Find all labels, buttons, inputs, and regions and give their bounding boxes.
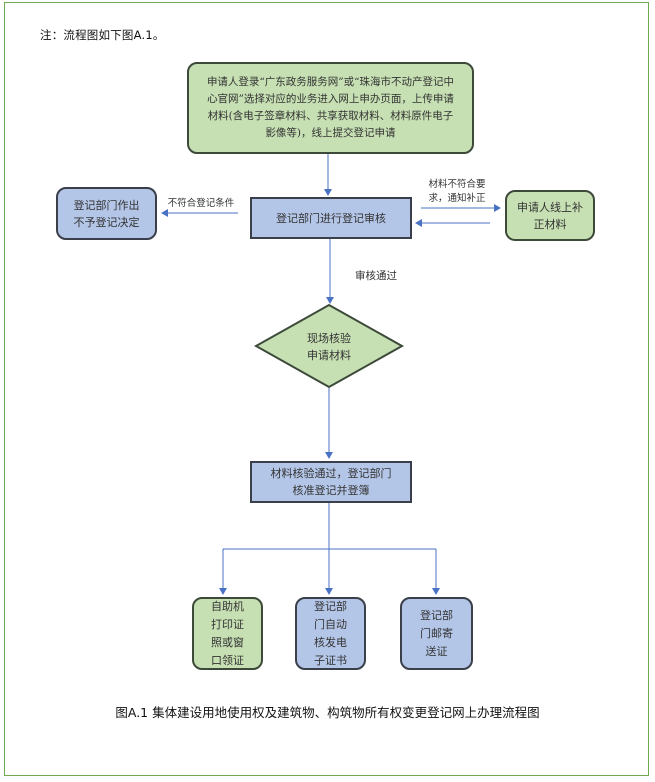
decision-diamond-label: 现场核验申请材料 (307, 332, 351, 362)
decision-diamond (253, 303, 405, 389)
decision-diamond-text: 现场核验申请材料 (279, 330, 379, 364)
outcome-box-2-text: 登记部门自动核发电子证书 (314, 599, 347, 667)
supplement-label: 材料不符合要求，通知补正 (428, 179, 486, 204)
supplement-box-text: 申请人线上补正材料 (517, 200, 583, 231)
outcome-box-3-text: 登记部门邮寄送证 (420, 608, 453, 658)
start-box-text: 申请人登录“广东政务服务网”或“珠海市不动产登记中心官网”选择对应的业务进入网上… (206, 76, 455, 139)
reject-box-text: 登记部门作出不予登记决定 (73, 198, 140, 229)
figure-caption: 图A.1 集体建设用地使用权及建筑物、构筑物所有权变更登记网上办理流程图 (115, 705, 540, 720)
review-box-text: 登记部门进行登记审核 (276, 211, 386, 225)
reject-box: 登记部门作出不予登记决定 (56, 187, 157, 240)
page-frame (4, 2, 649, 776)
outcome-box-1-text: 自助机打印证照或窗口领证 (211, 599, 244, 667)
supplement-box: 申请人线上补正材料 (505, 190, 595, 241)
reject-label: 不符合登记条件 (167, 198, 235, 209)
flowchart-note: 注：流程图如下图A.1。 (40, 28, 165, 42)
approve-box: 材料核验通过，登记部门核准登记并登簿 (250, 461, 412, 503)
outcome-box-1: 自助机打印证照或窗口领证 (192, 597, 263, 670)
start-box: 申请人登录“广东政务服务网”或“珠海市不动产登记中心官网”选择对应的业务进入网上… (187, 62, 474, 154)
outcome-box-2: 登记部门自动核发电子证书 (295, 597, 366, 670)
review-box: 登记部门进行登记审核 (250, 197, 412, 239)
outcome-box-3: 登记部门邮寄送证 (400, 597, 473, 670)
approve-box-text: 材料核验通过，登记部门核准登记并登簿 (270, 467, 392, 497)
pass-label: 审核通过 (355, 270, 397, 282)
